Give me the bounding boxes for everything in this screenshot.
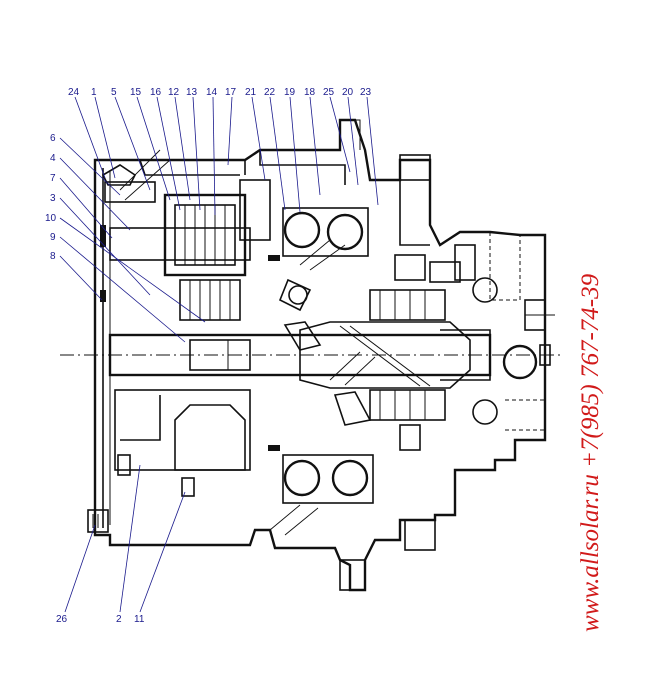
callout-3: 3	[50, 193, 56, 204]
callout-labels: 24 1 5 15 16 12 13 14 17 21 22 19 18 25 …	[45, 87, 372, 625]
watermark-text: www.allsolar.ru +7(985) 767-74-39	[577, 273, 604, 632]
callout-2: 2	[116, 614, 122, 625]
callout-15: 15	[130, 87, 142, 98]
callout-19: 19	[284, 87, 296, 98]
section-hatching	[100, 149, 376, 536]
planetary-gear-stage	[104, 179, 271, 471]
callout-9: 9	[50, 232, 56, 243]
callout-13: 13	[186, 87, 198, 98]
callout-25: 25	[323, 87, 335, 98]
bearings	[278, 207, 538, 504]
callout-22: 22	[264, 87, 276, 98]
callout-1: 1	[91, 87, 97, 98]
callout-4: 4	[50, 153, 56, 164]
callout-12: 12	[168, 87, 180, 98]
watermark: www.allsolar.ru +7(985) 767-74-39	[577, 273, 604, 632]
callout-21: 21	[245, 87, 257, 98]
callout-7: 7	[50, 173, 56, 184]
main-shaft	[60, 321, 560, 389]
callout-24: 24	[68, 87, 80, 98]
valve-block	[339, 154, 555, 591]
callout-20: 20	[342, 87, 354, 98]
callout-6: 6	[50, 133, 56, 144]
callout-14: 14	[206, 87, 218, 98]
callout-17: 17	[225, 87, 237, 98]
callout-leaders	[59, 96, 379, 613]
callout-11: 11	[134, 614, 145, 625]
fasteners	[87, 164, 195, 533]
callout-26: 26	[56, 614, 68, 625]
callout-8: 8	[50, 251, 56, 262]
callout-18: 18	[304, 87, 316, 98]
callout-23: 23	[360, 87, 372, 98]
callout-10: 10	[45, 213, 57, 224]
callout-5: 5	[111, 87, 117, 98]
callout-16: 16	[150, 87, 162, 98]
